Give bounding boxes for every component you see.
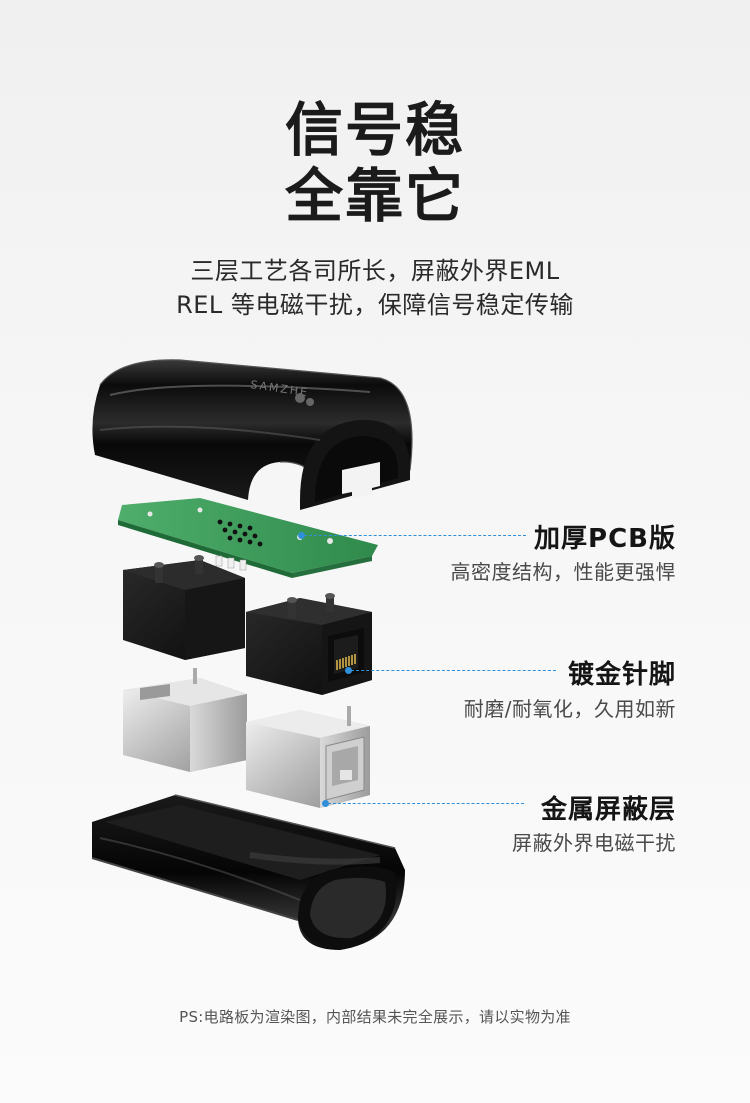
callout-pins-leader <box>351 670 556 671</box>
footnote: PS:电路板为渲染图，内部结果未完全展示，请以实物为准 <box>179 1008 571 1026</box>
bottom-shell <box>91 794 405 950</box>
metal-shield-left <box>123 668 247 772</box>
callout-pcb-title: 加厚PCB版 <box>534 524 676 554</box>
callout-shield-description: 屏蔽外界电磁干扰 <box>512 831 676 855</box>
brand-logo-icon <box>295 393 305 403</box>
callout-pcb-leader <box>304 535 526 536</box>
subtitle-line-2: REL 等电磁干扰，保障信号稳定传输 <box>176 291 574 319</box>
callout-shield-title: 金属屏蔽层 <box>540 795 676 825</box>
callout-pcb-description: 高密度结构，性能更强悍 <box>450 560 676 584</box>
callout-shield-leader <box>328 803 524 804</box>
jack-block-right <box>246 593 372 695</box>
callout-pins-title: 镀金针脚 <box>567 660 676 690</box>
headline-line-1: 信号稳 <box>284 96 465 164</box>
callout-pcb-dot <box>298 532 305 539</box>
jack-block-left <box>123 555 245 660</box>
pcb-board <box>118 498 378 578</box>
callout-pins-dot <box>345 667 352 674</box>
headline-line-2: 全靠它 <box>284 162 465 230</box>
top-shell: SAMZHE <box>92 359 413 510</box>
metal-shield-right <box>246 706 370 808</box>
callout-pins-description: 耐磨/耐氧化，久用如新 <box>463 697 676 721</box>
callout-shield-dot <box>322 800 329 807</box>
subtitle-line-1: 三层工艺各司所长，屏蔽外界EML <box>190 257 560 285</box>
